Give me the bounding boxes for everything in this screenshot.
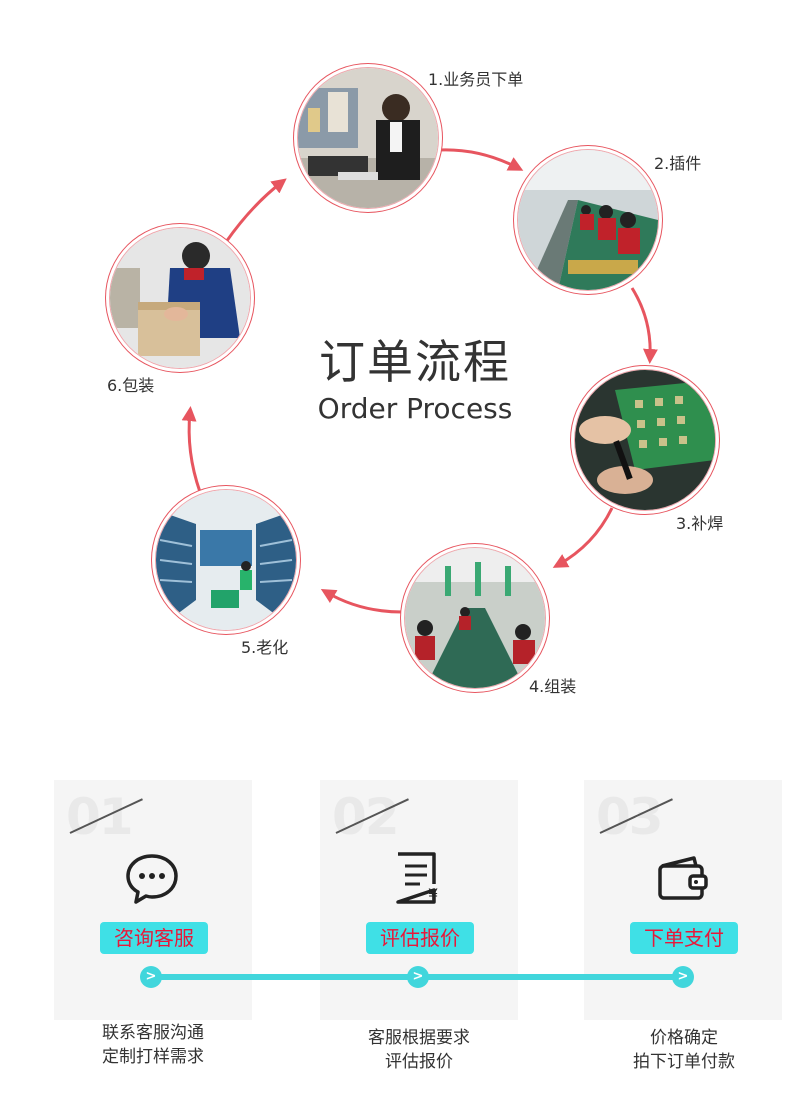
arrow-6-to-1 (224, 178, 287, 243)
card-number: 02 (332, 788, 400, 846)
assembly-line-photo (518, 150, 658, 290)
title-english: Order Process (317, 392, 513, 425)
step-label-1: 1.业务员下单 (428, 70, 524, 89)
card-desc-line: 价格确定 (650, 1028, 718, 1048)
card-tag-consult: 咨询客服 (100, 922, 208, 954)
office-computer-photo (298, 68, 438, 208)
card-tag-pay: 下单支付 (630, 922, 738, 954)
timeline-node-2: > (407, 966, 429, 988)
step-label-2: 2.插件 (654, 154, 702, 173)
workshop-photo (405, 548, 545, 688)
card-desc-line: 客服根据要求 (368, 1028, 470, 1048)
step-label-3: 3.补焊 (676, 514, 724, 533)
arrow-2-to-3 (630, 287, 658, 364)
card-number: 01 (66, 788, 134, 846)
title-chinese: 订单流程 (319, 335, 511, 389)
card-tag-quote: 评估报价 (366, 922, 474, 954)
soldering-photo (575, 370, 715, 510)
step-label-4: 4.组装 (529, 677, 577, 696)
packing-photo (110, 228, 250, 368)
card-desc-02: 客服根据要求 评估报价 (319, 1026, 519, 1074)
chat-bubble-icon (126, 854, 178, 904)
aging-room-photo (156, 490, 296, 630)
arrow-4-to-5 (320, 588, 403, 614)
card-desc-line: 拍下订单付款 (633, 1052, 735, 1072)
card-desc-line: 定制打样需求 (102, 1047, 204, 1067)
step-card-03: 03 下单支付 (584, 780, 782, 1020)
timeline-node-1: > (140, 966, 162, 988)
process-arrows (181, 148, 658, 614)
arrow-3-to-4 (552, 507, 614, 568)
quote-document-icon: ¥ (396, 852, 438, 904)
order-process-title: 订单流程 Order Process (300, 336, 530, 426)
card-desc-01: 联系客服沟通 定制打样需求 (53, 1021, 253, 1069)
wallet-icon (658, 856, 708, 900)
card-desc-03: 价格确定 拍下订单付款 (584, 1026, 784, 1074)
step-label-6: 6.包装 (107, 376, 155, 395)
timeline-node-3: > (672, 966, 694, 988)
card-number: 03 (596, 788, 664, 846)
card-desc-line: 联系客服沟通 (102, 1023, 204, 1043)
svg-text:¥: ¥ (428, 885, 438, 904)
arrow-1-to-2 (437, 148, 524, 171)
step-label-5: 5.老化 (241, 638, 289, 657)
card-desc-line: 评估报价 (385, 1052, 453, 1072)
arrow-5-to-6 (181, 406, 202, 493)
